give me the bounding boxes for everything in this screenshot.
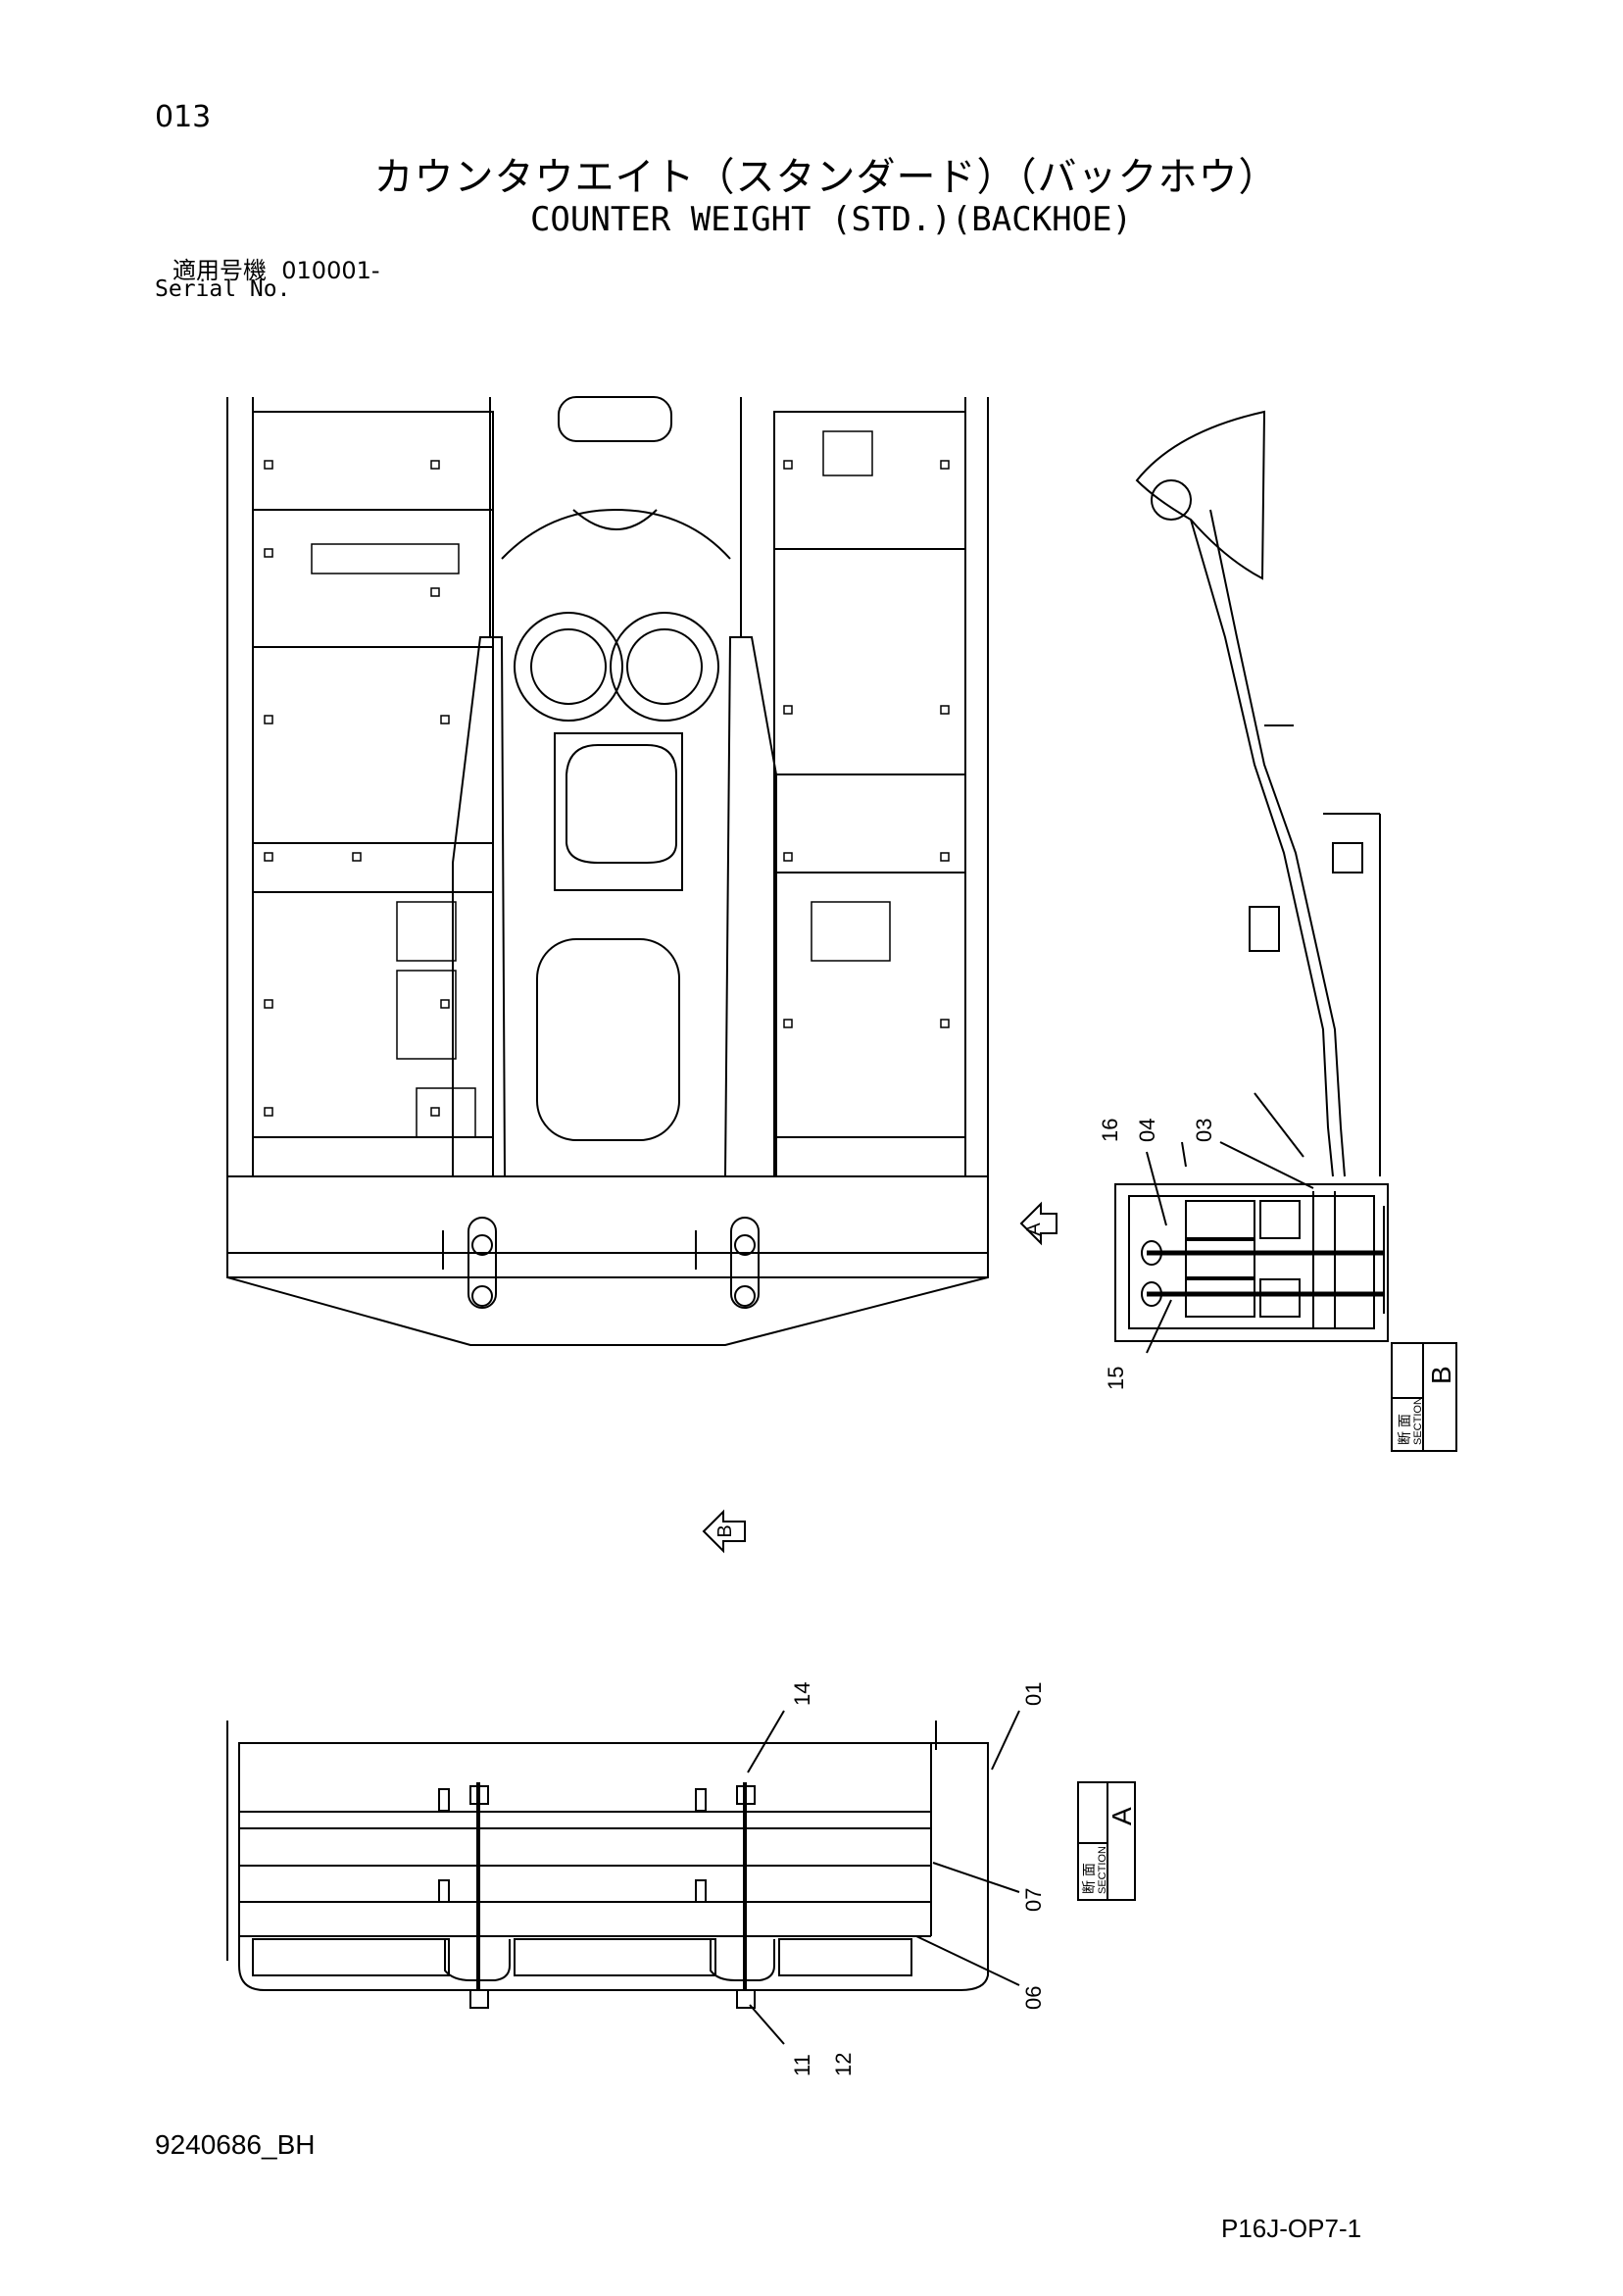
section-a-en: SECTION bbox=[1097, 1846, 1108, 1894]
section-b-letter: B bbox=[1426, 1366, 1456, 1384]
serial-value: 010001- bbox=[281, 257, 380, 284]
section-a-view bbox=[226, 1710, 1020, 2045]
section-b-en: SECTION bbox=[1412, 1397, 1424, 1445]
callout-16: 16 bbox=[1098, 1119, 1122, 1142]
callout-12: 12 bbox=[831, 2053, 856, 2076]
callout-06: 06 bbox=[1021, 1986, 1046, 2010]
side-view bbox=[1135, 410, 1381, 1177]
callout-15: 15 bbox=[1104, 1367, 1128, 1390]
callout-07: 07 bbox=[1021, 1888, 1046, 1912]
section-a-jp: 断 面 bbox=[1081, 1863, 1097, 1894]
page-number: 013 bbox=[155, 100, 212, 134]
counter-weight-top-view bbox=[226, 1175, 989, 1346]
callout-11: 11 bbox=[790, 2054, 814, 2076]
section-b-jp: 断 面 bbox=[1397, 1414, 1412, 1445]
section-b-label: 断 面 SECTION B bbox=[1391, 1342, 1457, 1452]
title-japanese: カウンタウエイト（スタンダード）（バックホウ） bbox=[373, 155, 1279, 200]
view-arrow-a: A bbox=[1019, 1201, 1057, 1246]
section-a-callouts: 14 01 07 06 11 12 bbox=[790, 1682, 1046, 2076]
section-a-letter: A bbox=[1107, 1807, 1137, 1825]
section-a-label: 断 面 SECTION A bbox=[1077, 1781, 1137, 1901]
callout-04: 04 bbox=[1135, 1119, 1159, 1142]
top-view-frame bbox=[226, 396, 989, 1177]
title-english: COUNTER WEIGHT (STD.)(BACKHOE) bbox=[529, 200, 1133, 239]
callout-01: 01 bbox=[1021, 1682, 1046, 1706]
view-arrow-a-letter: A bbox=[1023, 1223, 1045, 1236]
callout-14: 14 bbox=[790, 1682, 814, 1706]
callout-03: 03 bbox=[1192, 1119, 1216, 1142]
section-b-callouts: 16 04 03 15 bbox=[1098, 1119, 1216, 1390]
page-code: P16J-OP7-1 bbox=[1221, 2214, 1362, 2243]
view-arrow-b: B bbox=[702, 1509, 746, 1554]
section-b-view bbox=[1114, 1141, 1389, 1354]
view-arrow-b-letter: B bbox=[714, 1524, 736, 1537]
serial-label-jp: 適用号機 bbox=[172, 257, 267, 284]
document-id: 9240686_BH bbox=[155, 2129, 316, 2160]
serial-label-en: Serial No. bbox=[155, 276, 291, 302]
serial-line: 適用号機 010001- bbox=[172, 251, 380, 285]
